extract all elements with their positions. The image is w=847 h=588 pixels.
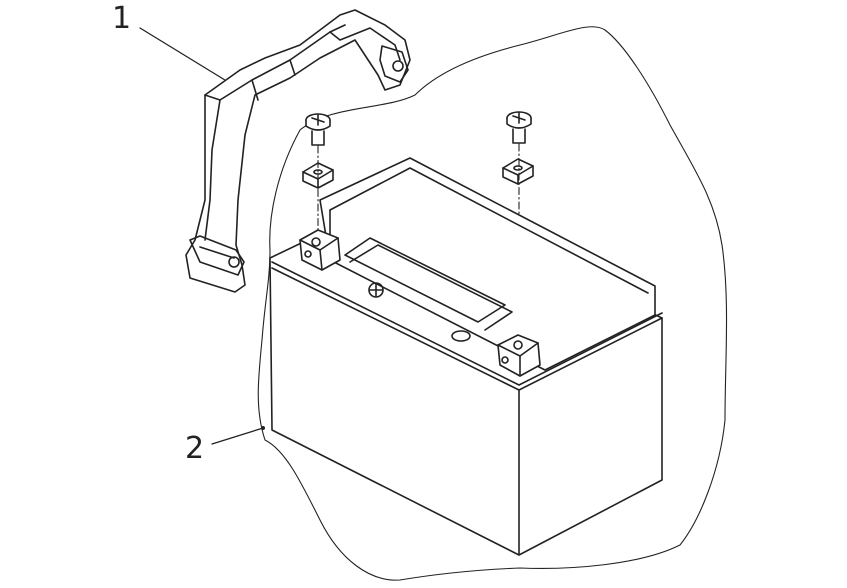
nut-right	[502, 158, 534, 185]
screw-left	[305, 113, 331, 146]
callout-2: 2	[185, 426, 265, 466]
callout-2-label: 2	[185, 431, 204, 466]
screw-right	[506, 111, 532, 144]
assembly-axis-lines	[317, 143, 520, 346]
battery-strap	[185, 9, 411, 293]
battery	[269, 157, 663, 556]
callout-1: 1	[112, 1, 240, 90]
callout-1-label: 1	[112, 1, 131, 36]
assembly-outline	[257, 26, 728, 581]
